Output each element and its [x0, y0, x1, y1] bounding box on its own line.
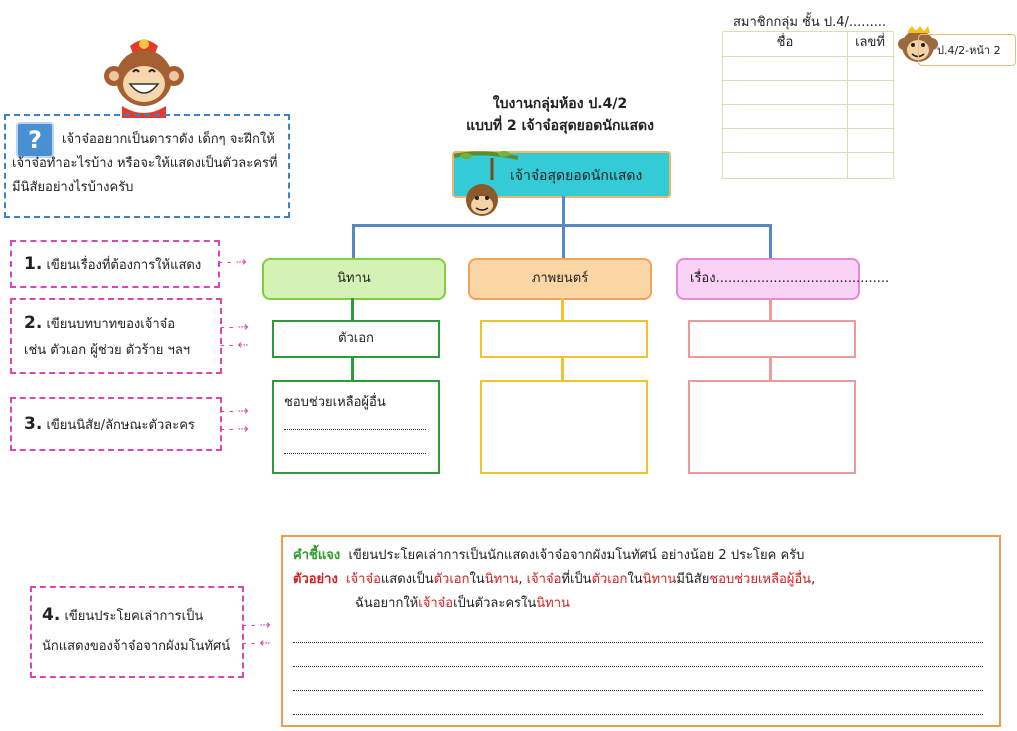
concept-map-title: เจ้าจ๋อสุดยอดนักแสดง [510, 168, 643, 184]
step-text-line2: เช่น ตัวเอก ผู้ช่วย ตัวร้าย ฯลฯ [24, 343, 191, 358]
step-text: เขียนประโยคเล่าการเป็น [64, 609, 204, 624]
example-fragment: เจ้าจ๋อ [526, 572, 562, 587]
step-text: เขียนบทบาทของเจ้าจ๋อ [46, 317, 176, 332]
connector-line [562, 196, 565, 226]
page-badge-label: ป.4/2-หน้า 2 [937, 44, 1001, 57]
instruction-label: คำชี้แจง [293, 548, 341, 563]
category-label: ภาพยนตร์ [531, 271, 589, 286]
step-text-line2: นักแสดงของจ้าจ๋อจากผังมโนทัศน์ [42, 639, 231, 654]
step-2-box: 2. เขียนบทบาทของเจ้าจ๋อ เช่น ตัวเอก ผู้ช… [10, 298, 222, 374]
example-fragment: ฉันอยากให้ [355, 596, 419, 611]
connector-line [769, 298, 772, 320]
answer-line[interactable] [293, 641, 983, 643]
answer-line[interactable] [293, 665, 983, 667]
question-box: ? เจ้าจ๋ออยากเป็นดาราดัง เด็กๆ จะฝึกให้เ… [4, 114, 290, 218]
step-text: เขียนเรื่องที่ต้องการให้แสดง [46, 258, 202, 273]
example-fragment: แสดงเป็น [380, 572, 434, 587]
example-fragment: ชอบช่วยเหลือผู้อื่น [709, 572, 812, 587]
worksheet-title: ใบงานกลุ่มห้อง ป.4/2 แบบที่ 2 เจ้าจ๋อสุด… [420, 93, 700, 137]
example-fragment: ตัวเอก [591, 572, 628, 587]
example-fragment: นิทาน [642, 572, 677, 587]
arrow-icon: - - ⇠ [220, 338, 249, 353]
category-movie-box: ภาพยนตร์ [468, 258, 652, 300]
connector-line [351, 298, 354, 320]
step-number: 2. [24, 313, 43, 333]
trait-box-tale: ชอบช่วยเหลือผู้อื่น [272, 380, 440, 474]
members-caption: สมาชิกกลุ่ม ชั้น ป.4/......... [733, 15, 887, 30]
concept-map-root: เจ้าจ๋อสุดยอดนักแสดง [452, 151, 671, 198]
writing-line [284, 452, 426, 454]
connector-line [562, 224, 565, 258]
category-story-box: เรื่อง..................................… [676, 258, 889, 300]
example-label: ตัวอย่าง [293, 572, 338, 587]
arrow-icon: - - ⇠ [242, 636, 271, 651]
role-box-movie [480, 320, 648, 358]
connector-line [561, 356, 564, 380]
step-1-box: 1. เขียนเรื่องที่ต้องการให้แสดง [10, 240, 220, 288]
arrow-icon: - - ⇢ [220, 422, 249, 437]
step-3-box: 3. เขียนนิสัย/ลักษณะตัวละคร [10, 397, 222, 451]
question-icon: ? [16, 122, 54, 158]
member-table-header-name: ชื่อ [776, 35, 794, 50]
table-row-line [723, 80, 893, 81]
arrow-icon: - - ⇢ [220, 404, 249, 419]
writing-line [284, 428, 426, 430]
trait-box-movie [480, 380, 648, 474]
connector-line [352, 224, 355, 258]
example-fragment: , [811, 572, 816, 587]
connector-line [561, 298, 564, 320]
trait-text: ชอบช่วยเหลือผู้อื่น [284, 395, 386, 410]
hanging-monkey-icon [453, 151, 519, 216]
example-fragment: นิทาน [536, 596, 570, 611]
table-divider [847, 32, 848, 178]
arrow-icon: - - ⇢ [218, 255, 247, 270]
answer-line[interactable] [293, 689, 983, 691]
step-4-box: 4. เขียนประโยคเล่าการเป็น นักแสดงของจ้าจ… [30, 586, 244, 678]
step-text: เขียนนิสัย/ลักษณะตัวละคร [46, 418, 195, 433]
example-fragment: , [518, 572, 527, 587]
member-table: ชื่อ เลขที่ [722, 31, 894, 179]
table-row-line [723, 56, 893, 57]
example-fragment: เจ้าจ๋อ [418, 596, 454, 611]
role-box-story [688, 320, 856, 358]
role-box-tale: ตัวเอก [272, 320, 440, 358]
connector-line [351, 356, 354, 380]
instruction-text: เขียนประโยคเล่าการเป็นนักแสดงเจ้าจ๋อจากผ… [348, 548, 805, 563]
category-label: นิทาน [337, 271, 371, 286]
worksheet-title-line2: แบบที่ 2 เจ้าจ๋อสุดยอดนักแสดง [466, 118, 654, 134]
table-row-line [723, 104, 893, 105]
instruction-line: คำชี้แจง เขียนประโยคเล่าการเป็นนักแสดงเจ… [293, 547, 804, 565]
page-badge: ป.4/2-หน้า 2 [918, 34, 1016, 66]
answer-line[interactable] [293, 713, 983, 715]
question-text: เจ้าจ๋ออยากเป็นดาราดัง เด็กๆ จะฝึกให้เจ้… [12, 128, 284, 200]
step-number: 1. [24, 254, 43, 274]
category-tale-box: นิทาน [262, 258, 446, 300]
example-fragment: มีนิสัย [676, 572, 710, 587]
arrow-icon: - - ⇢ [220, 320, 249, 335]
arrow-icon: - - ⇢ [242, 618, 271, 633]
example-fragment: ที่เป็น [561, 572, 592, 587]
monkey-mascot-icon [104, 39, 184, 118]
question-text-body: เจ้าจ๋ออยากเป็นดาราดัง เด็กๆ จะฝึกให้เจ้… [12, 132, 278, 195]
step-number: 3. [24, 414, 43, 434]
table-row-line [723, 128, 893, 129]
example-fragment: นิทาน [484, 572, 519, 587]
member-table-header-number: เลขที่ [855, 35, 885, 50]
example-line-2: ฉันอยากให้เจ้าจ๋อเป็นตัวละครในนิทาน [355, 595, 570, 613]
instruction-box: คำชี้แจง เขียนประโยคเล่าการเป็นนักแสดงเจ… [281, 535, 1001, 727]
trait-box-story [688, 380, 856, 474]
example-fragment: ใน [469, 572, 485, 587]
example-fragment: ใน [627, 572, 643, 587]
example-fragment: เป็นตัวละครใน [453, 596, 537, 611]
category-label: เรื่อง..................................… [690, 271, 890, 286]
step-number: 4. [42, 605, 61, 625]
role-text: ตัวเอก [338, 331, 374, 346]
example-fragment: เจ้าจ๋อ [346, 572, 381, 587]
table-row-line [723, 152, 893, 153]
example-fragment: ตัวเอก [433, 572, 470, 587]
example-line-1: ตัวอย่าง เจ้าจ๋อแสดงเป็นตัวเอกในนิทาน, เ… [293, 571, 815, 589]
connector-line [769, 356, 772, 380]
connector-line [769, 224, 772, 258]
worksheet-title-line1: ใบงานกลุ่มห้อง ป.4/2 [492, 96, 628, 112]
